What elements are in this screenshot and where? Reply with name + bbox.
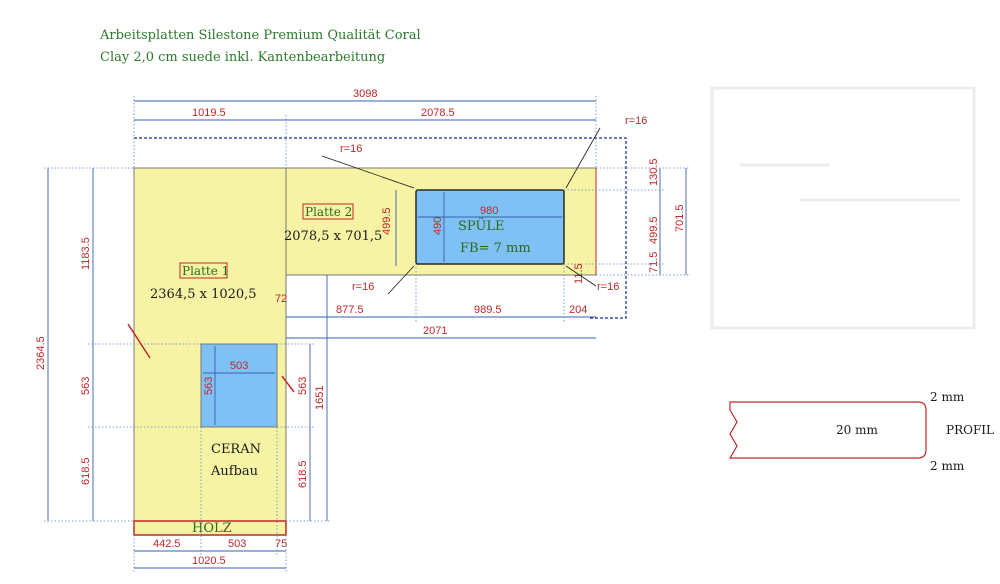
title-line-2: Clay 2,0 cm suede inkl. Kantenbearbeitun… (100, 50, 386, 65)
radius-2: r=16 (625, 115, 647, 127)
ceran-height: 563 (203, 377, 215, 395)
dim-mid-115: 11.5 (573, 263, 585, 284)
title-line-1: Arbeitsplatten Silestone Premium Qualitä… (100, 28, 421, 43)
platte-1-size: 2364,5 x 1020,5 (150, 287, 257, 302)
dim-bot-4425: 442.5 (153, 538, 181, 550)
dim-bot-503: 503 (228, 538, 246, 550)
sink-note: FB= 7 mm (460, 241, 531, 256)
dim-right-130: 130.5 (648, 158, 660, 186)
platte-1-label-box (179, 262, 228, 279)
radius-2-leader (565, 127, 601, 189)
holz-strip (133, 520, 287, 536)
dim-bot-total: 1020.5 (192, 555, 226, 567)
cut-mark-2 (281, 375, 295, 393)
profile-bottom: 2 mm (930, 459, 965, 473)
radius-4: r=16 (597, 281, 619, 293)
dim-mid-204: 204 (569, 304, 587, 316)
radius-1-leader (321, 155, 415, 189)
profile-top: 2 mm (930, 390, 965, 404)
dim-left-low: 618.5 (80, 457, 92, 485)
dim-right-4995: 499.5 (648, 216, 660, 244)
dim-ceran-right-563: 563 (297, 377, 309, 395)
radius-1: r=16 (340, 143, 362, 155)
outer-dashed-outline (134, 137, 627, 319)
holz-label: HOLZ (192, 521, 232, 536)
ceran-label-2: Aufbau (210, 464, 258, 479)
dim-bot-75: 75 (275, 538, 287, 550)
platte-2-size: 2078,5 x 701,5 (284, 229, 382, 244)
sink-cutout (415, 189, 565, 265)
dim-left-total: 2364.5 (35, 336, 47, 370)
dim-top-total: 3098 (353, 88, 377, 100)
radius-3-leader (387, 265, 415, 295)
sink-height: 490 (432, 217, 444, 235)
ceran-label-1: CERAN (211, 442, 261, 457)
dim-left-mid: 563 (80, 377, 92, 395)
dim-mid-2071: 2071 (423, 325, 447, 337)
dim-vert-1651: 1651 (314, 386, 326, 410)
dim-right-7015: 701.5 (674, 204, 686, 232)
sink-width: 980 (480, 205, 498, 217)
dim-left-upper: 1183.5 (80, 237, 92, 270)
sink-label: SPÜLE (458, 217, 505, 234)
dim-top-right: 2078.5 (421, 107, 455, 119)
dim-mid-8775: 877.5 (336, 304, 364, 316)
sink-outer-height: 499.5 (381, 207, 393, 235)
dim-top-left: 1019.5 (192, 107, 226, 119)
radius-4-leader (565, 265, 597, 287)
background-ghost (710, 86, 976, 330)
platte-2-label-box (302, 203, 354, 220)
cut-mark-1 (127, 323, 151, 359)
dim-right-715: 71.5 (648, 252, 660, 273)
profile-mid: 20 mm (836, 423, 878, 437)
profile-label: PROFIL (946, 423, 994, 437)
profile-shape (728, 401, 927, 459)
dim-corner-72: 72 (275, 293, 287, 305)
dim-ceran-right-6185: 618.5 (297, 460, 309, 488)
ceran-cutout (200, 343, 278, 428)
platte-2-label: Platte 2 (305, 205, 352, 219)
dim-mid-9895: 989.5 (474, 304, 502, 316)
ceran-width: 503 (230, 360, 248, 372)
radius-3: r=16 (352, 281, 374, 293)
platte-1-label: Platte 1 (182, 264, 229, 278)
